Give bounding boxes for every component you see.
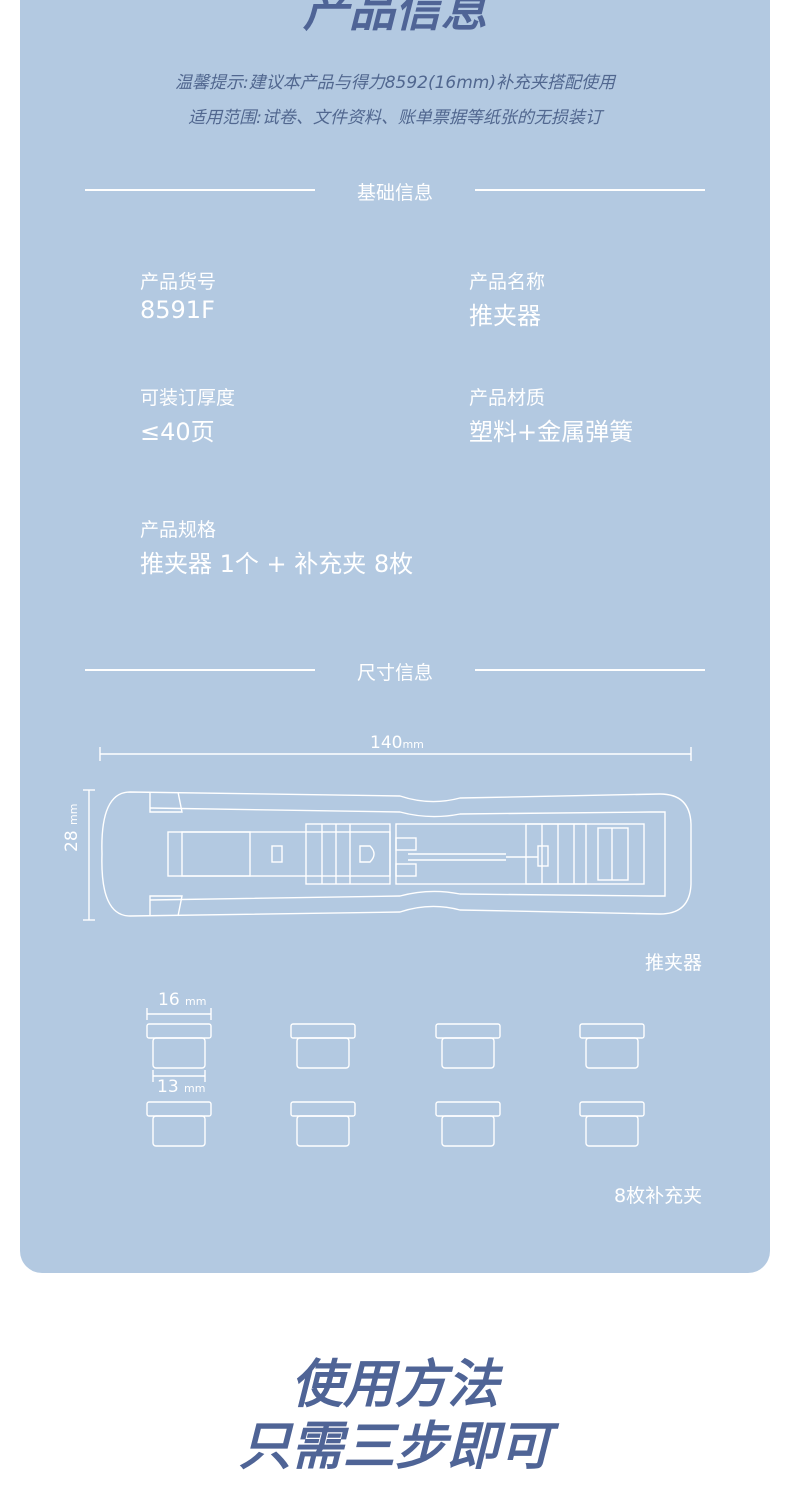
item-label-sku: 产品货号 bbox=[140, 271, 217, 293]
stapler-dimension-drawing bbox=[83, 747, 692, 921]
stapler-caption: 推夹器 bbox=[645, 952, 703, 974]
divider-right bbox=[475, 189, 705, 191]
item-value-thickness: ≤40页 bbox=[140, 418, 215, 446]
tip-line-2: 适用范围:试卷、文件资料、账单票据等纸张的无损装订 bbox=[188, 108, 602, 128]
usage-title-line1: 使用方法 bbox=[290, 1355, 499, 1415]
basic-info-heading: 基础信息 bbox=[356, 182, 433, 204]
item-value-spec: 推夹器 1个 + 补充夹 8枚 bbox=[140, 550, 414, 578]
refill-clips-drawing bbox=[146, 1008, 645, 1147]
clip-bottom-width-label: 13 mm bbox=[157, 1077, 206, 1097]
divider-left-size bbox=[85, 669, 315, 671]
item-label-spec: 产品规格 bbox=[140, 519, 217, 541]
divider-left bbox=[85, 189, 315, 191]
divider-right-size bbox=[475, 669, 705, 671]
item-value-name: 推夹器 bbox=[469, 302, 541, 330]
clips-caption: 8枚补充夹 bbox=[614, 1185, 703, 1207]
clip-row-2 bbox=[146, 1101, 645, 1147]
size-info-heading: 尺寸信息 bbox=[356, 662, 433, 684]
item-value-material: 塑料+金属弹簧 bbox=[469, 418, 634, 446]
usage-title-line2: 只需三步即可 bbox=[238, 1417, 551, 1477]
product-info-title: 产品信息 bbox=[303, 0, 487, 37]
item-label-thickness: 可装订厚度 bbox=[140, 387, 236, 409]
product-info-card bbox=[20, 0, 770, 1273]
stapler-outline bbox=[101, 791, 692, 917]
clip-row-1 bbox=[146, 1023, 645, 1069]
item-label-name: 产品名称 bbox=[469, 271, 546, 293]
clip-top-width-label: 16 mm bbox=[158, 990, 207, 1010]
item-label-material: 产品材质 bbox=[469, 387, 546, 409]
tip-line-1: 温馨提示:建议本产品与得力8592(16mm)补充夹搭配使用 bbox=[174, 73, 615, 93]
length-label: 140mm bbox=[370, 733, 424, 753]
item-value-sku: 8591F bbox=[140, 296, 215, 324]
height-label: 28 mm bbox=[62, 803, 82, 852]
